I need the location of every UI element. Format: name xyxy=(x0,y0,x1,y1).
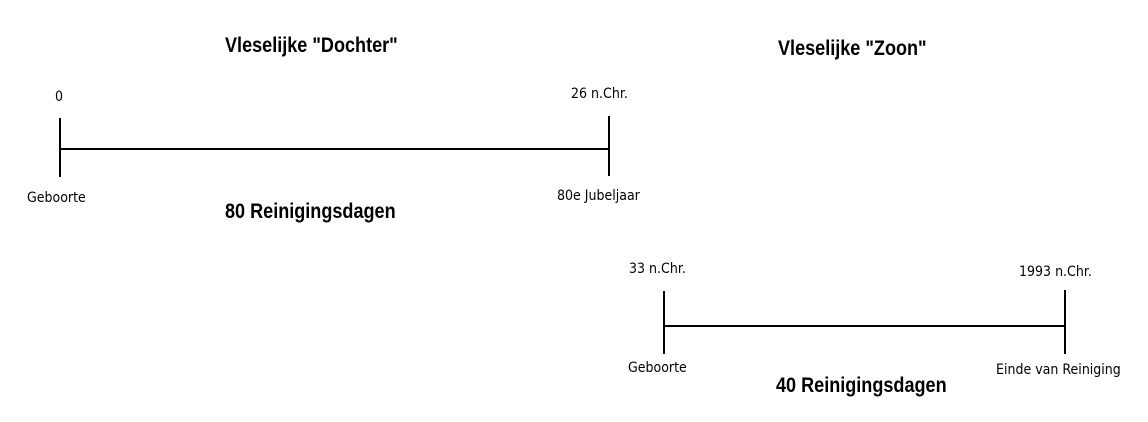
daughter-duration-label: 80 Reinigingsdagen xyxy=(225,200,396,223)
daughter-timeline-title: Vleselijke "Dochter" xyxy=(225,34,398,57)
son-end-tick xyxy=(1064,290,1066,354)
son-timeline-line xyxy=(663,325,1066,327)
daughter-start-year-label: 0 xyxy=(55,89,64,105)
son-duration-label: 40 Reinigingsdagen xyxy=(776,374,947,397)
son-end-year-label: 1993 n.Chr. xyxy=(1019,264,1092,280)
son-start-year-label: 33 n.Chr. xyxy=(629,261,686,277)
son-start-tick xyxy=(663,291,665,354)
daughter-end-year-label: 26 n.Chr. xyxy=(571,86,628,102)
son-timeline-title: Vleselijke "Zoon" xyxy=(778,37,927,60)
daughter-start-tick xyxy=(59,118,61,177)
daughter-timeline-line xyxy=(59,148,610,150)
son-end-event-label: Einde van Reiniging xyxy=(996,362,1121,378)
son-start-event-label: Geboorte xyxy=(628,360,687,376)
daughter-end-tick xyxy=(608,116,610,176)
daughter-end-event-label: 80e Jubeljaar xyxy=(557,188,640,204)
daughter-start-event-label: Geboorte xyxy=(27,190,86,206)
